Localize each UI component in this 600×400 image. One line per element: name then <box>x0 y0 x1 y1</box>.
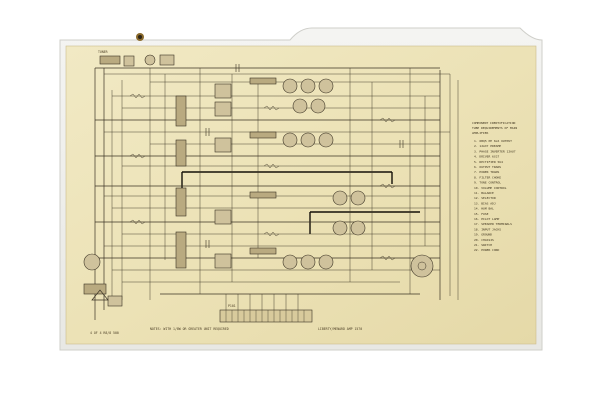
part-label: P101 <box>228 304 236 308</box>
notes-item: 8. FILTER CHOKE <box>474 175 501 179</box>
notes-item: 2. 12AX7 PREAMP <box>474 144 501 148</box>
notes-item: 17. SPEAKER TERMINALS <box>474 222 512 226</box>
notes-item: 18. INPUT JACKS <box>474 227 501 231</box>
notes-item: 6. OUTPUT TRANS <box>474 165 501 169</box>
notes-item: 19. GROUND <box>474 233 492 237</box>
notes-item: 3. PHASE INVERTER 12AU7 <box>474 149 516 153</box>
notes-item: 22. POWER CORD <box>474 248 499 252</box>
notes-item: 11. BALANCE <box>474 191 494 195</box>
notes-item: 9. TONE CONTROL <box>474 181 501 185</box>
bottom-note: NOTES: WITH 1/8W OR GREATER UNIT REQUIRE… <box>150 327 229 331</box>
notes-item: 13. BIAS ADJ <box>474 201 496 205</box>
notes-item: 7. POWER TRANS <box>474 170 499 174</box>
notes-item: 5. RECTIFIER 5U4 <box>474 160 503 164</box>
notes-heading-3: AMPLIFIER <box>472 131 488 135</box>
component-clusters <box>83 54 434 323</box>
bottom-ref: 4 OF 4 R8/8 500 <box>90 331 119 335</box>
tuner-label: TUNER <box>98 50 108 54</box>
notes-item: 10. VOLUME CONTROL <box>474 186 507 190</box>
notes-item: 16. PILOT LAMP <box>474 217 499 221</box>
notes-item: 4. DRIVER 6CG7 <box>474 155 499 159</box>
paper-sheet <box>65 45 537 345</box>
notes-item: 14. HUM BAL <box>474 207 494 211</box>
title-block: LIBERTY/MENARD AMP 1570 <box>318 327 362 331</box>
notes-item: 21. SWITCH <box>474 243 492 247</box>
notes-item: 12. SELECTOR <box>474 196 496 200</box>
notes-item: 20. CHASSIS <box>474 238 494 242</box>
notes-heading-2: TUBE REQUIREMENTS OF MAIN <box>472 126 517 130</box>
notes-item: 1. 6BQ5 PP 6L6 OUTPUT <box>474 139 512 143</box>
notes-heading-1: COMPONENT IDENTIFICATION <box>472 121 516 125</box>
notes-item: 15. FUSE <box>474 212 489 216</box>
hanger-hole-icon <box>136 33 144 41</box>
notes-panel: COMPONENT IDENTIFICATION TUBE REQUIREMEN… <box>472 121 517 252</box>
